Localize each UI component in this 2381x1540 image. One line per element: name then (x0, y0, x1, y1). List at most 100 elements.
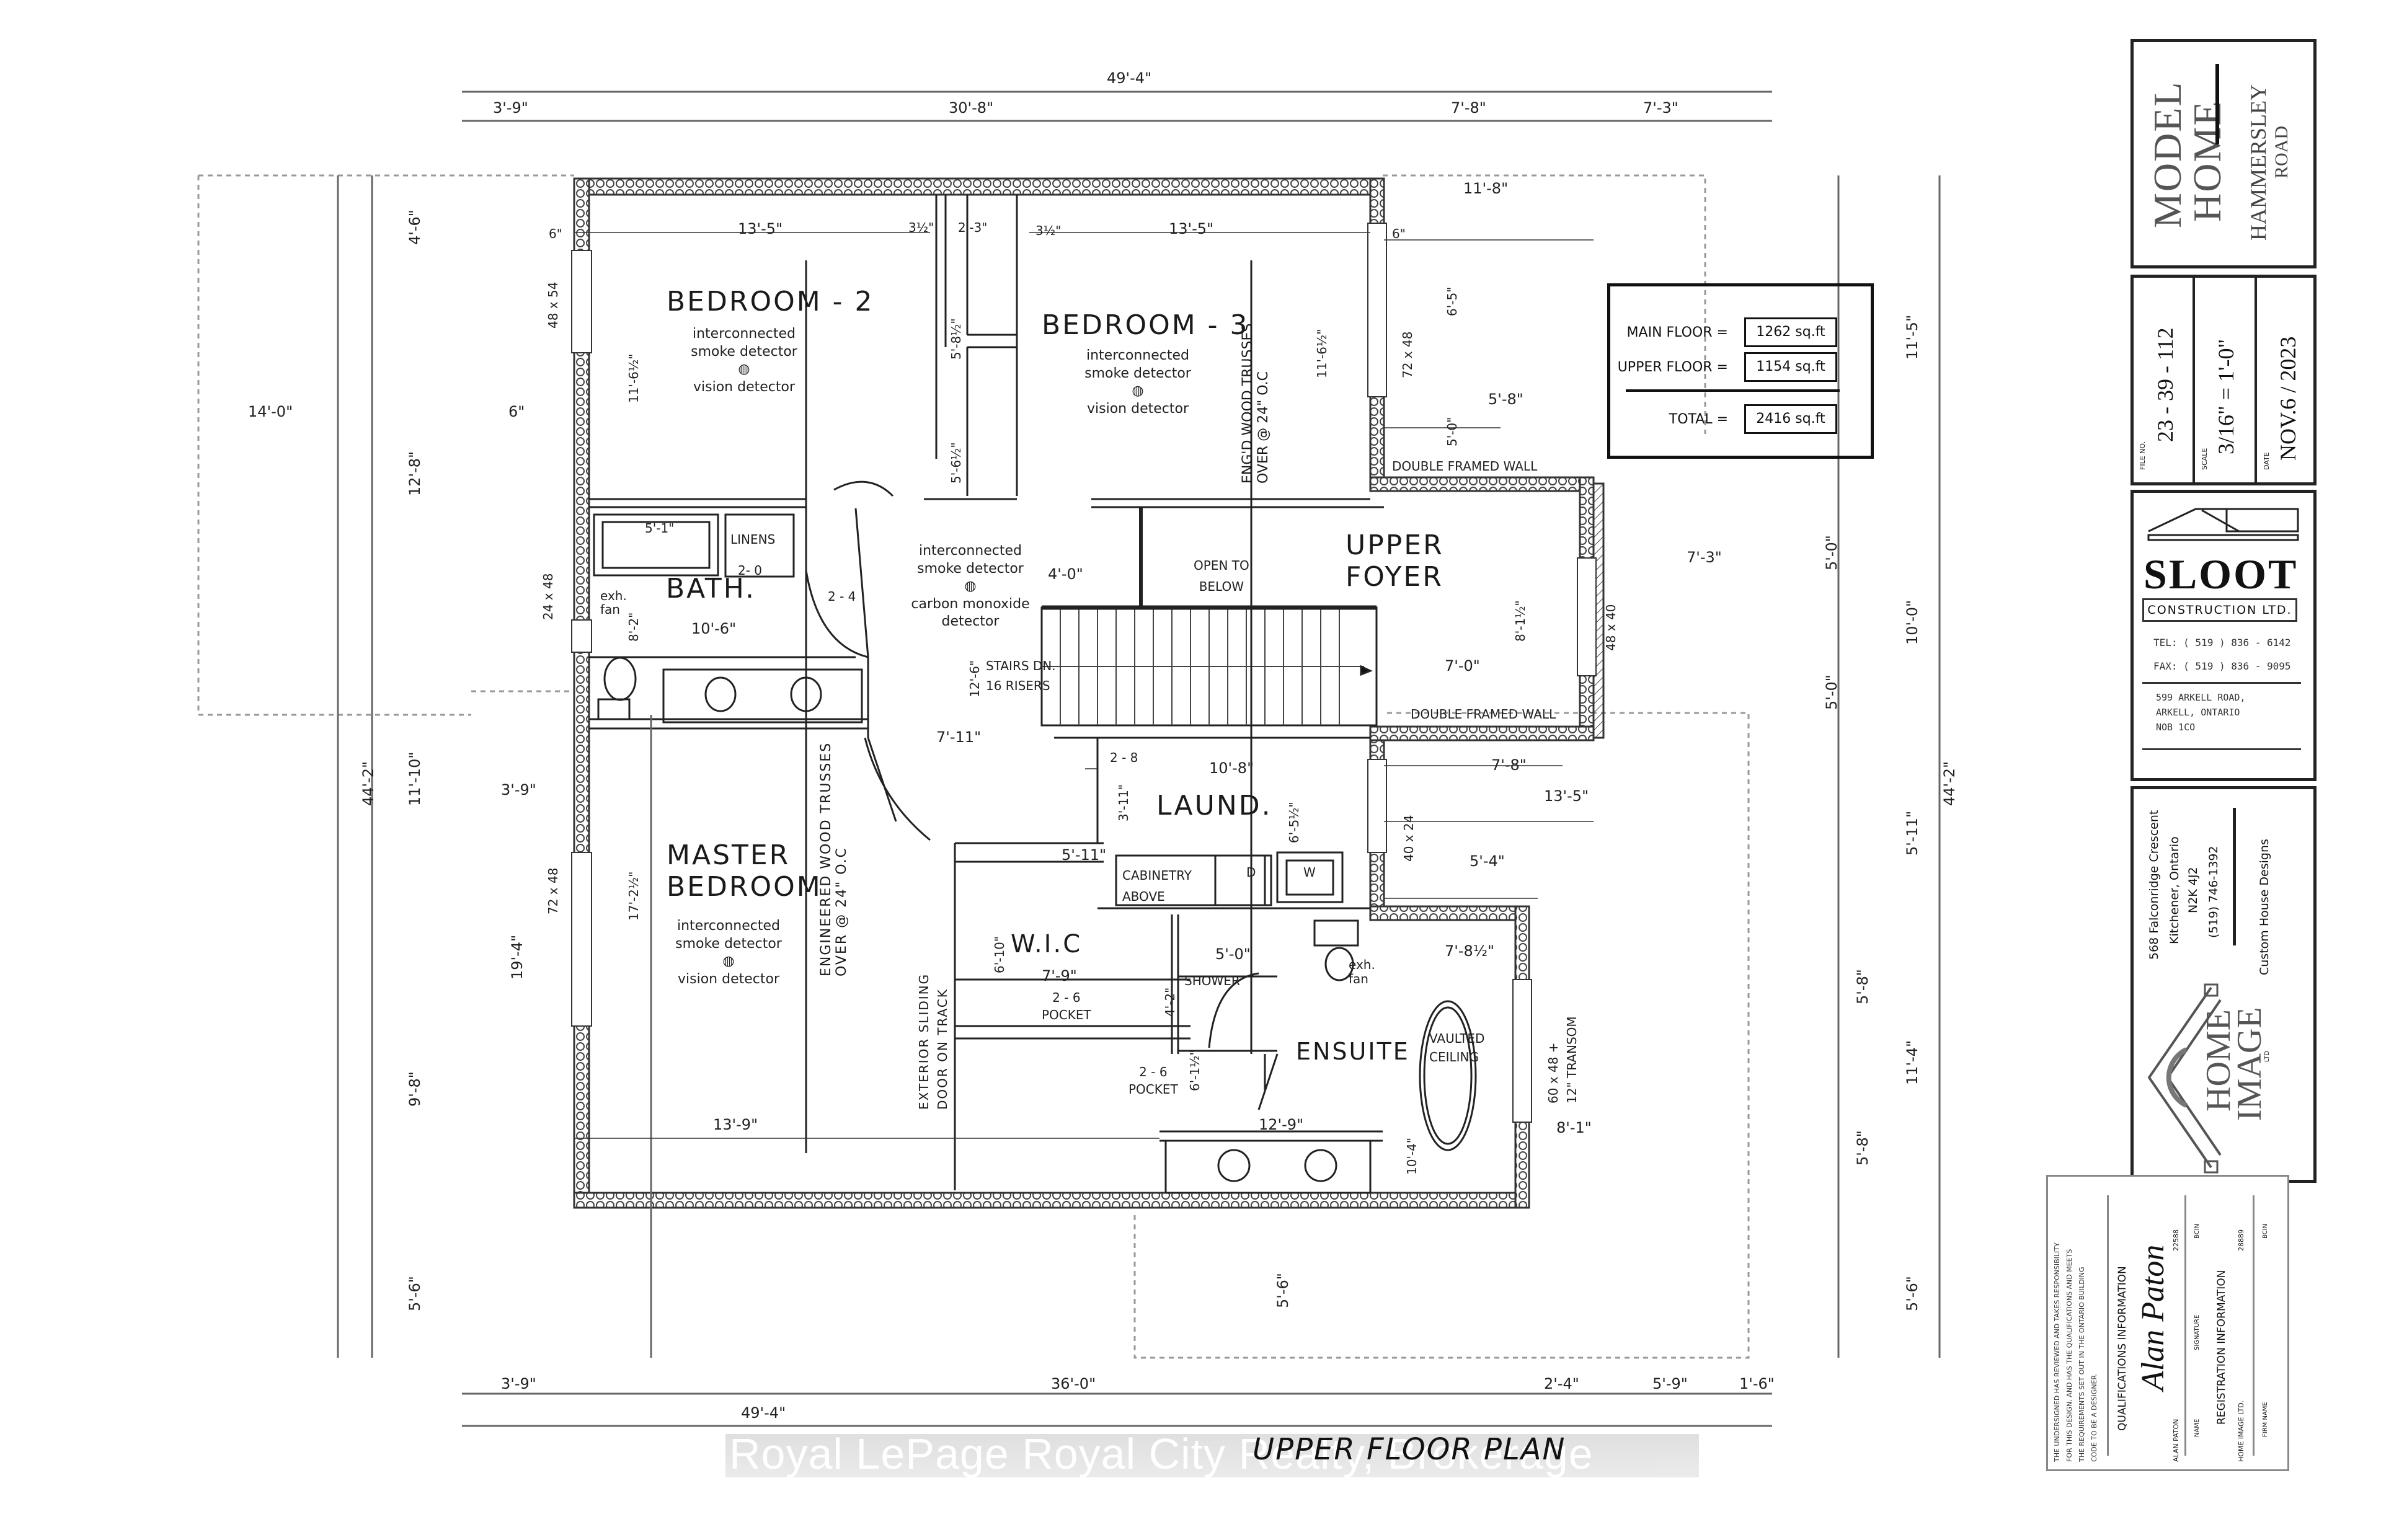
bath-exhaust-fan: exh. fan (600, 588, 627, 617)
window-48x54: 48 x 54 (546, 281, 561, 329)
file-divider (2193, 278, 2195, 482)
file-no: 23 - 39 - 112 (2153, 327, 2178, 442)
dim-left-5-6: 5'-6" (406, 1276, 423, 1311)
wic-pocket-door: 2 - 6 POCKET (1042, 990, 1091, 1022)
dim-laundry-door: 2 - 8 (1110, 750, 1138, 765)
builder-divider (2142, 682, 2301, 684)
project-road: ROAD (2271, 125, 2292, 179)
dim-shower-width: 5'-0" (1215, 945, 1251, 963)
dim-left-44-2: 44'-2" (360, 761, 377, 806)
window-72x48-bedroom3: 72 x 48 (1400, 331, 1415, 378)
dim-ensuite-width: 12'-9" (1259, 1116, 1304, 1133)
dim-left-9-8: 9'-8" (406, 1071, 423, 1107)
qual-divider-3 (2253, 1195, 2255, 1456)
dim-top-overall: 49'-4" (1107, 69, 1152, 87)
builder-roof-logo-icon (2147, 508, 2299, 541)
designer-street: 568 Falconridge Crescent (2147, 810, 2161, 960)
dim-wic-width: 5'-11" (1062, 846, 1107, 864)
file-no-label: FILE NO. (2139, 441, 2147, 470)
designer-ltd: LTD (2264, 1050, 2271, 1062)
dim-bottom-overall: 49'-4" (741, 1404, 786, 1422)
dim-laundry-width: 10'-8" (1209, 759, 1254, 777)
dim-bedroom2-depth: 11'-6½" (626, 353, 641, 403)
master-notes: interconnected smoke detector ◍ vision d… (657, 918, 800, 988)
ensuite-pocket-door: 2 - 6 POCKET (1128, 1064, 1178, 1097)
dim-closet-depth-2: 5'-6½" (949, 442, 964, 484)
dim-right-5-11: 5'-11" (1904, 810, 1921, 856)
dim-linen-door: 2- 0 (738, 563, 763, 578)
qual-divider-1 (2107, 1195, 2109, 1456)
qualifications-block: THE UNDERSIGNED HAS REVIEWED AND TAKES R… (2046, 1175, 2289, 1471)
designer-divider (2233, 808, 2236, 945)
designer-gable-logo-icon (2147, 983, 2222, 1174)
designer-phone: (519) 746-1392 (2207, 846, 2220, 938)
dim-5-4: 5'-4" (1470, 852, 1505, 870)
project-home: HOME (2185, 100, 2229, 222)
area-summary-table: MAIN FLOOR = 1262 sq.ft UPPER FLOOR = 11… (1607, 283, 1874, 459)
name-label: NAME (2194, 1418, 2201, 1437)
date-label: DATE (2263, 452, 2271, 470)
area-upper-value: 1154 sq.ft (1744, 352, 1837, 382)
dim-right-5-8-a: 5'-8" (1854, 969, 1871, 1004)
brokerage-watermark: Royal LePage Royal City Realty, Brokerag… (725, 1430, 1699, 1478)
detector-icon: ◍ (1132, 383, 1144, 399)
designer-tagline: Custom House Designs (2258, 839, 2271, 975)
dim-right-5-0-a: 5'-0" (1823, 535, 1840, 570)
dryer-label: D (1246, 865, 1256, 880)
window-24x48: 24 x 48 (541, 573, 556, 620)
firm-name: HOME IMAGE LTD. (2237, 1400, 2245, 1462)
vaulted-ceiling-note: VAULTED CEILING (1429, 1031, 1485, 1064)
dim-wic-length: 7'-9" (1042, 967, 1077, 985)
room-master-bedroom-label: MASTER BEDROOM (667, 839, 822, 903)
designer-signature: Alan Paton (2135, 1244, 2171, 1391)
bedroom3-notes: interconnected smoke detector ◍ vision d… (1066, 347, 1209, 418)
dim-hall-width: 7'-11" (936, 728, 982, 746)
qual-bcin: 22588 (2172, 1229, 2180, 1251)
dim-left-11-10: 11'-10" (406, 751, 423, 806)
builder-fax: FAX: ( 519 ) 836 - 9095 (2153, 660, 2291, 672)
room-ensuite-label: ENSUITE (1296, 1038, 1410, 1065)
firm-bcin-label: BCIN (2262, 1223, 2269, 1239)
ensuite-exhaust-fan: exh. fan (1349, 957, 1375, 986)
dim-bath-width: 10'-6" (691, 620, 737, 637)
dim-top-left: 3'-9" (493, 99, 528, 117)
dim-right-11-5: 11'-5" (1904, 314, 1921, 360)
dim-right-5-6: 5'-6" (1904, 1276, 1921, 1311)
washer-label: W (1303, 865, 1316, 880)
dim-closet-depth-1: 5'-8½" (949, 318, 964, 360)
qual-statement-3: THE REQUIREMENTS SET OUT IN THE ONTARIO … (2078, 1267, 2086, 1462)
exterior-sliding-door-note: EXTERIOR SLIDING DOOR ON TRACK (916, 973, 950, 1110)
area-row-upper: UPPER FLOOR = 1154 sq.ft (1610, 352, 1871, 383)
dim-8-1: 8'-1" (1556, 1119, 1592, 1136)
firm-name-label: FIRM NAME (2262, 1402, 2269, 1437)
title-block-file-info: FILE NO. 23 - 39 - 112 SCALE 3/16" = 1'-… (2130, 275, 2317, 485)
dim-left-4-6: 4'-6" (406, 210, 423, 245)
note-double-framed-wall-upper: DOUBLE FRAMED WALL (1392, 459, 1538, 474)
area-total-value: 2416 sq.ft (1744, 404, 1837, 434)
dim-right-5-8-b: 5'-8" (1854, 1130, 1871, 1166)
bedroom2-notes: interconnected smoke detector ◍ vision d… (676, 325, 812, 396)
dim-bottom-2-4: 2'-4" (1544, 1375, 1579, 1392)
date-value: NOV.6 / 2023 (2276, 336, 2300, 461)
qual-statement-4: CODE TO BE A DESIGNER. (2090, 1373, 2098, 1462)
designer-name-image: IMAGE (2230, 1007, 2269, 1121)
dim-closet-width: 2'-3" (958, 220, 988, 235)
dim-master-width: 13'-9" (713, 1116, 758, 1133)
qual-name: ALAN PATON (2172, 1418, 2180, 1462)
dim-ext-6-left: 6" (549, 226, 562, 241)
dim-laundry-depth: 3'-11" (1116, 784, 1131, 821)
dim-top-r2: 7'-3" (1643, 99, 1678, 117)
area-row-main: MAIN FLOOR = 1262 sq.ft (1610, 317, 1871, 348)
room-laundry-label: LAUND. (1156, 790, 1272, 821)
area-divider (1626, 389, 1840, 392)
builder-divider-2 (2142, 748, 2301, 750)
dim-mid-5-6: 5'-6" (1274, 1273, 1292, 1308)
detector-icon: ◍ (738, 361, 750, 378)
dim-hall-length: 12'-6" (967, 660, 982, 697)
dim-bottom-3-9: 3'-9" (501, 1375, 536, 1392)
dim-tub-length: 5'-1" (645, 521, 675, 536)
title-block-designer: 568 Falconridge Crescent Kitchener, Onta… (2130, 786, 2317, 1183)
note-double-framed-wall-lower: DOUBLE FRAMED WALL (1411, 707, 1556, 722)
dim-6-5: 6'-5" (1445, 286, 1460, 316)
